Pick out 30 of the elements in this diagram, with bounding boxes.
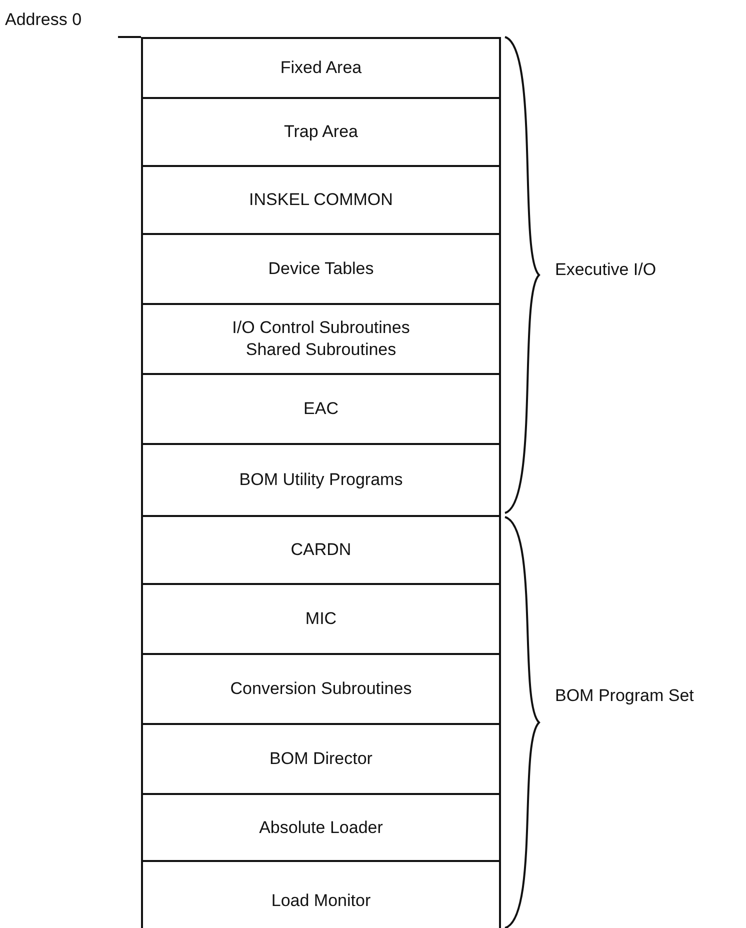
section-label: Executive I/O [555, 260, 656, 280]
memory-region-box [141, 165, 501, 233]
region-label: EAC [304, 398, 338, 420]
region-label: Shared Subroutines [246, 339, 396, 361]
section-label: BOM Program Set [555, 686, 694, 706]
memory-region-box [141, 515, 501, 583]
region-label: Absolute Loader [259, 816, 383, 838]
region-label: Trap Area [284, 121, 358, 143]
memory-region-box [141, 233, 501, 303]
memory-region-box [141, 443, 501, 515]
memory-region-box [141, 37, 501, 97]
region-label: BOM Utility Programs [239, 469, 403, 491]
region-label: INSKEL COMMON [249, 189, 393, 211]
address-label: Address 0 [5, 10, 82, 30]
memory-region-box [141, 97, 501, 165]
region-label: Conversion Subroutines [230, 678, 412, 700]
memory-region-box [141, 860, 501, 928]
memory-region-box [141, 793, 501, 860]
region-label: CARDN [290, 539, 352, 561]
memory-region-box [141, 373, 501, 443]
region-label: BOM Director [270, 748, 372, 770]
memory-region-box [141, 303, 501, 373]
memory-region-box [141, 583, 501, 653]
region-label: MIC [305, 608, 337, 630]
memory-region-box [141, 723, 501, 793]
memory-region-box [141, 653, 501, 723]
region-label: Device Tables [268, 258, 374, 280]
region-label: Fixed Area [280, 57, 362, 79]
region-label: Load Monitor [271, 890, 371, 912]
region-label: I/O Control Subroutines [232, 317, 410, 339]
